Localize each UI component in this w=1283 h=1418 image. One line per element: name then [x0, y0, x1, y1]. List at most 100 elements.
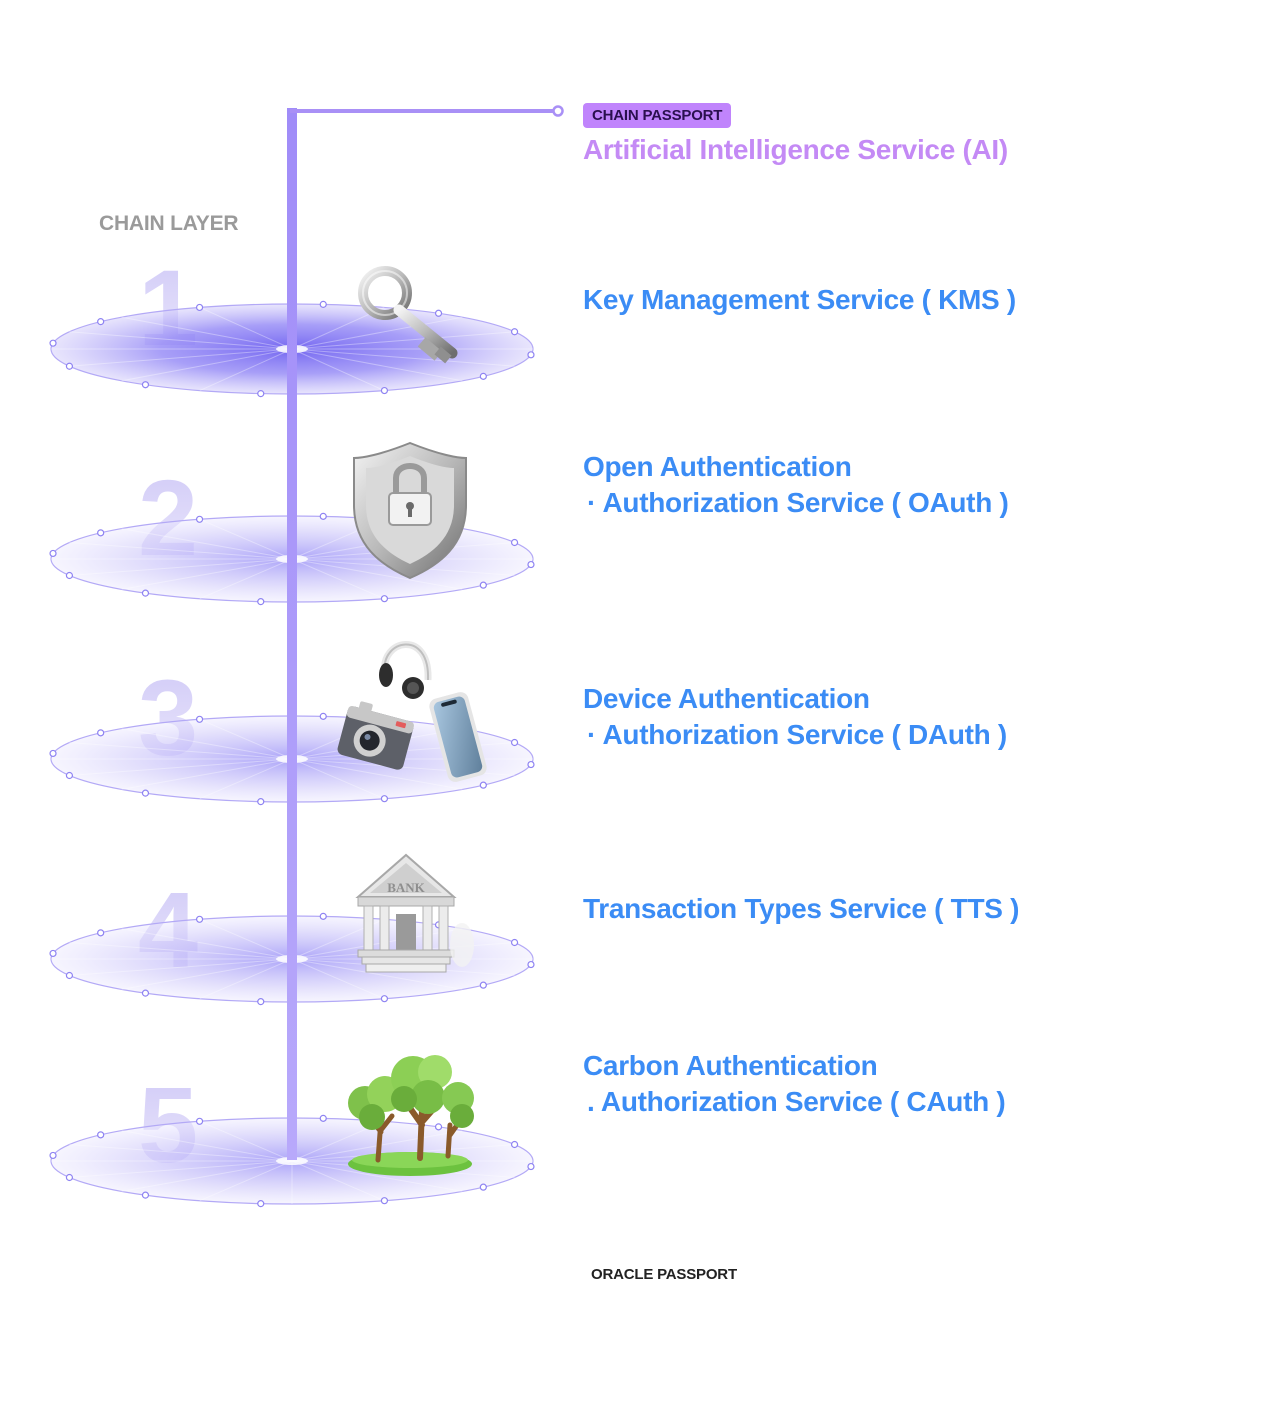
ai-service-title: Artificial Intelligence Service (AI): [583, 134, 1008, 165]
disc-spoke: [199, 348, 293, 392]
disc-node: [479, 781, 487, 789]
disc-spoke: [291, 348, 463, 382]
disc-spoke: [199, 918, 293, 960]
layer-disc-5: [49, 1114, 535, 1208]
disc-node: [141, 789, 150, 797]
disc-spoke: [121, 1160, 293, 1192]
disc-spoke: [291, 1160, 463, 1192]
disc-spoke: [121, 1130, 293, 1162]
disc-spoke: [291, 348, 515, 367]
service-label-tts: Transaction Types Service ( TTS ): [583, 891, 1019, 927]
disc-spoke: [199, 958, 293, 1000]
disc-spoke: [291, 758, 385, 800]
disc-node: [380, 386, 389, 395]
service-label-oauth: Open Authentication · Authorization Serv…: [583, 449, 1009, 521]
disc-node: [141, 381, 150, 389]
disc-node: [479, 372, 487, 380]
disc-center-glow: [276, 1157, 308, 1165]
disc-spoke: [199, 518, 293, 560]
disc-spoke: [121, 758, 293, 790]
chain-stem: [287, 105, 564, 1160]
disc-spoke: [291, 958, 385, 1000]
disc-spoke: [69, 1144, 293, 1162]
disc-node: [319, 1114, 327, 1122]
disc-node: [65, 1173, 74, 1182]
disc-spoke: [291, 348, 385, 392]
disc-node: [510, 938, 519, 947]
disc-node: [195, 1117, 204, 1125]
disc-spoke: [291, 558, 463, 590]
disc-node: [510, 1140, 519, 1149]
disc-node: [510, 328, 519, 336]
disc-spoke: [69, 758, 293, 776]
disc-spoke: [121, 928, 293, 960]
bank-icon: BANK: [355, 853, 474, 973]
service-oauth-line1: Open Authentication: [583, 451, 852, 482]
service-label-kms: Key Management Service ( KMS ): [583, 282, 1016, 318]
disc-node: [257, 798, 265, 806]
disc-spoke: [69, 942, 293, 960]
disc-spoke: [199, 1120, 293, 1162]
disc-node: [479, 581, 487, 589]
disc-spoke: [69, 331, 293, 350]
disc-spoke: [199, 306, 293, 350]
disc-spoke: [199, 1160, 293, 1202]
disc-node: [65, 771, 74, 780]
disc-node: [141, 1191, 150, 1199]
disc-node: [380, 1197, 389, 1205]
disc-node: [97, 729, 105, 737]
disc-node: [510, 738, 519, 747]
disc-spoke: [69, 542, 293, 560]
disc-node: [257, 998, 265, 1006]
disc-node: [97, 929, 105, 937]
disc-node: [380, 595, 389, 603]
disc-node: [527, 760, 535, 769]
shield-lock-icon: [353, 441, 467, 580]
disc-node: [527, 960, 535, 969]
layer-discs: [49, 300, 535, 1208]
disc-node: [434, 309, 443, 317]
disc-node: [49, 949, 57, 958]
disc-spoke: [121, 316, 293, 350]
service-dauth-line1: Device Authentication: [583, 683, 870, 714]
disc-node: [65, 571, 74, 580]
disc-node: [257, 1200, 265, 1208]
chain-layer-label: CHAIN LAYER: [99, 212, 239, 235]
disc-node: [65, 362, 74, 370]
disc-node: [65, 971, 74, 980]
disc-node: [510, 538, 519, 547]
oracle-passport-label: ORACLE PASSPORT: [591, 1266, 737, 1283]
disc-spoke: [199, 558, 293, 600]
disc-spoke: [291, 558, 385, 600]
disc-spoke: [291, 1160, 385, 1202]
disc-node: [195, 303, 204, 312]
disc-spoke: [291, 958, 463, 990]
disc-node: [380, 795, 389, 803]
disc-node: [49, 549, 57, 558]
disc-node: [319, 512, 327, 520]
disc-spoke: [69, 558, 293, 576]
stem-line: [287, 108, 297, 1160]
devices-icon: [337, 641, 487, 782]
service-label-dauth: Device Authentication · Authorization Se…: [583, 681, 1007, 753]
disc-spoke: [291, 758, 463, 790]
disc-node: [479, 1183, 487, 1191]
disc-spoke: [121, 528, 293, 560]
disc-node: [319, 712, 327, 720]
disc-node: [195, 515, 204, 523]
disc-node: [49, 1151, 57, 1160]
disc-node: [49, 749, 57, 758]
service-cauth-line2: . Authorization Service ( CAuth ): [587, 1086, 1006, 1117]
disc-node: [141, 989, 150, 997]
disc-node: [97, 1131, 105, 1139]
disc-spoke: [291, 928, 463, 960]
disc-spoke: [291, 316, 463, 350]
disc-spoke: [121, 348, 293, 382]
disc-node: [380, 995, 389, 1003]
disc-spoke: [121, 958, 293, 990]
disc-spoke: [69, 1160, 293, 1178]
disc-spoke: [69, 348, 293, 367]
disc-node: [49, 339, 57, 347]
connector-dot: [552, 105, 564, 117]
